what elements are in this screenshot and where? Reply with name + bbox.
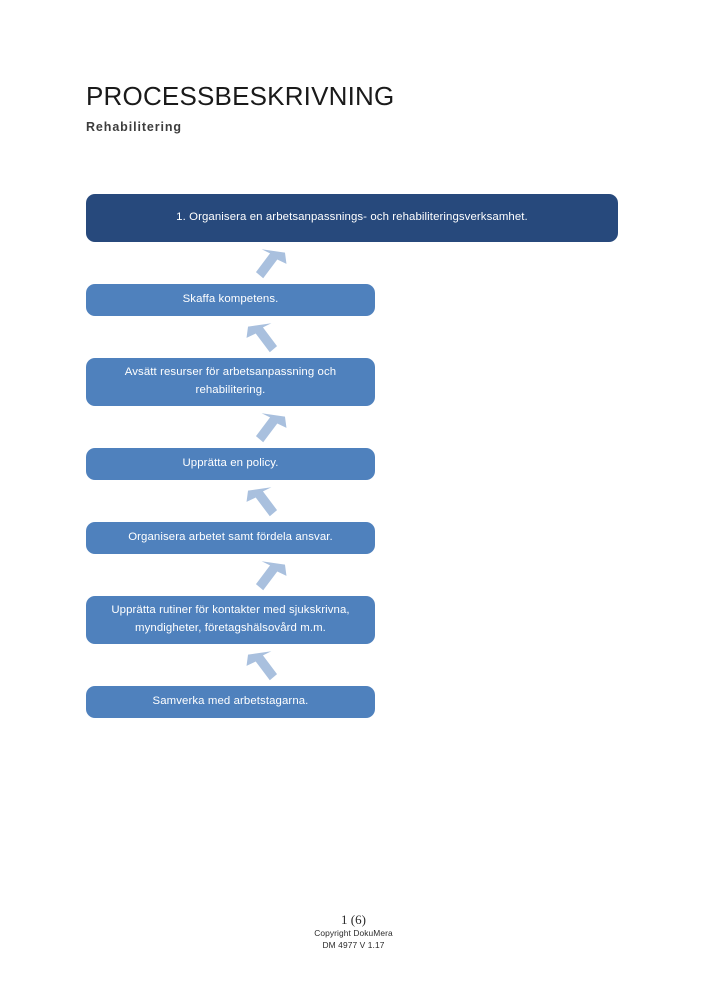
flow-node-label: Avsätt resurser för arbetsanpassning och… [124,366,337,396]
process-flow-diagram: 1. Organisera en arbetsanpassnings- och … [86,194,621,718]
flow-node-4: Upprätta en policy. [86,448,375,480]
flow-node-label: 1. Organisera en arbetsanpassnings- och … [176,211,528,224]
arrow-down-left-icon [249,408,287,446]
flow-connector-5 [86,554,621,596]
flow-node-2: Skaffa kompetens. [86,284,375,316]
flow-connector-6 [86,644,621,686]
flow-node-label: Upprätta en policy. [182,457,279,470]
flow-node-5: Organisera arbetet samt fördela ansvar. [86,522,375,554]
arrow-down-right-icon [246,646,284,684]
document-footer: 1 (6) Copyright DokuMera DM 4977 V 1.17 [0,912,707,951]
page-subtitle: Rehabilitering [86,119,182,134]
copyright-text: Copyright DokuMera [314,928,393,939]
flow-node-label: Samverka med arbetstagarna. [152,695,309,708]
document-id: DM 4977 V 1.17 [322,939,385,950]
page-number: 1 (6) [341,912,366,927]
flow-node-3: Avsätt resurser för arbetsanpassning och… [86,358,375,406]
flow-node-label: Organisera arbetet samt fördela ansvar. [128,531,333,544]
flow-node-1: 1. Organisera en arbetsanpassnings- och … [86,194,618,242]
flow-node-label: Skaffa kompetens. [182,293,279,306]
arrow-down-right-icon [246,318,284,356]
flow-connector-3 [86,406,621,448]
flow-node-label: Upprätta rutiner för kontakter med sjuks… [111,604,350,634]
flow-connector-4 [86,480,621,522]
arrow-down-left-icon [249,556,287,594]
page-title: PROCESSBESKRIVNING [86,81,395,111]
document-header: PROCESSBESKRIVNING Rehabilitering [86,82,626,134]
arrow-down-right-icon [246,482,284,520]
flow-node-7: Samverka med arbetstagarna. [86,686,375,718]
flow-node-6: Upprätta rutiner för kontakter med sjuks… [86,596,375,644]
flow-connector-1 [86,242,621,284]
flow-connector-2 [86,316,621,358]
arrow-down-left-icon [249,244,287,282]
